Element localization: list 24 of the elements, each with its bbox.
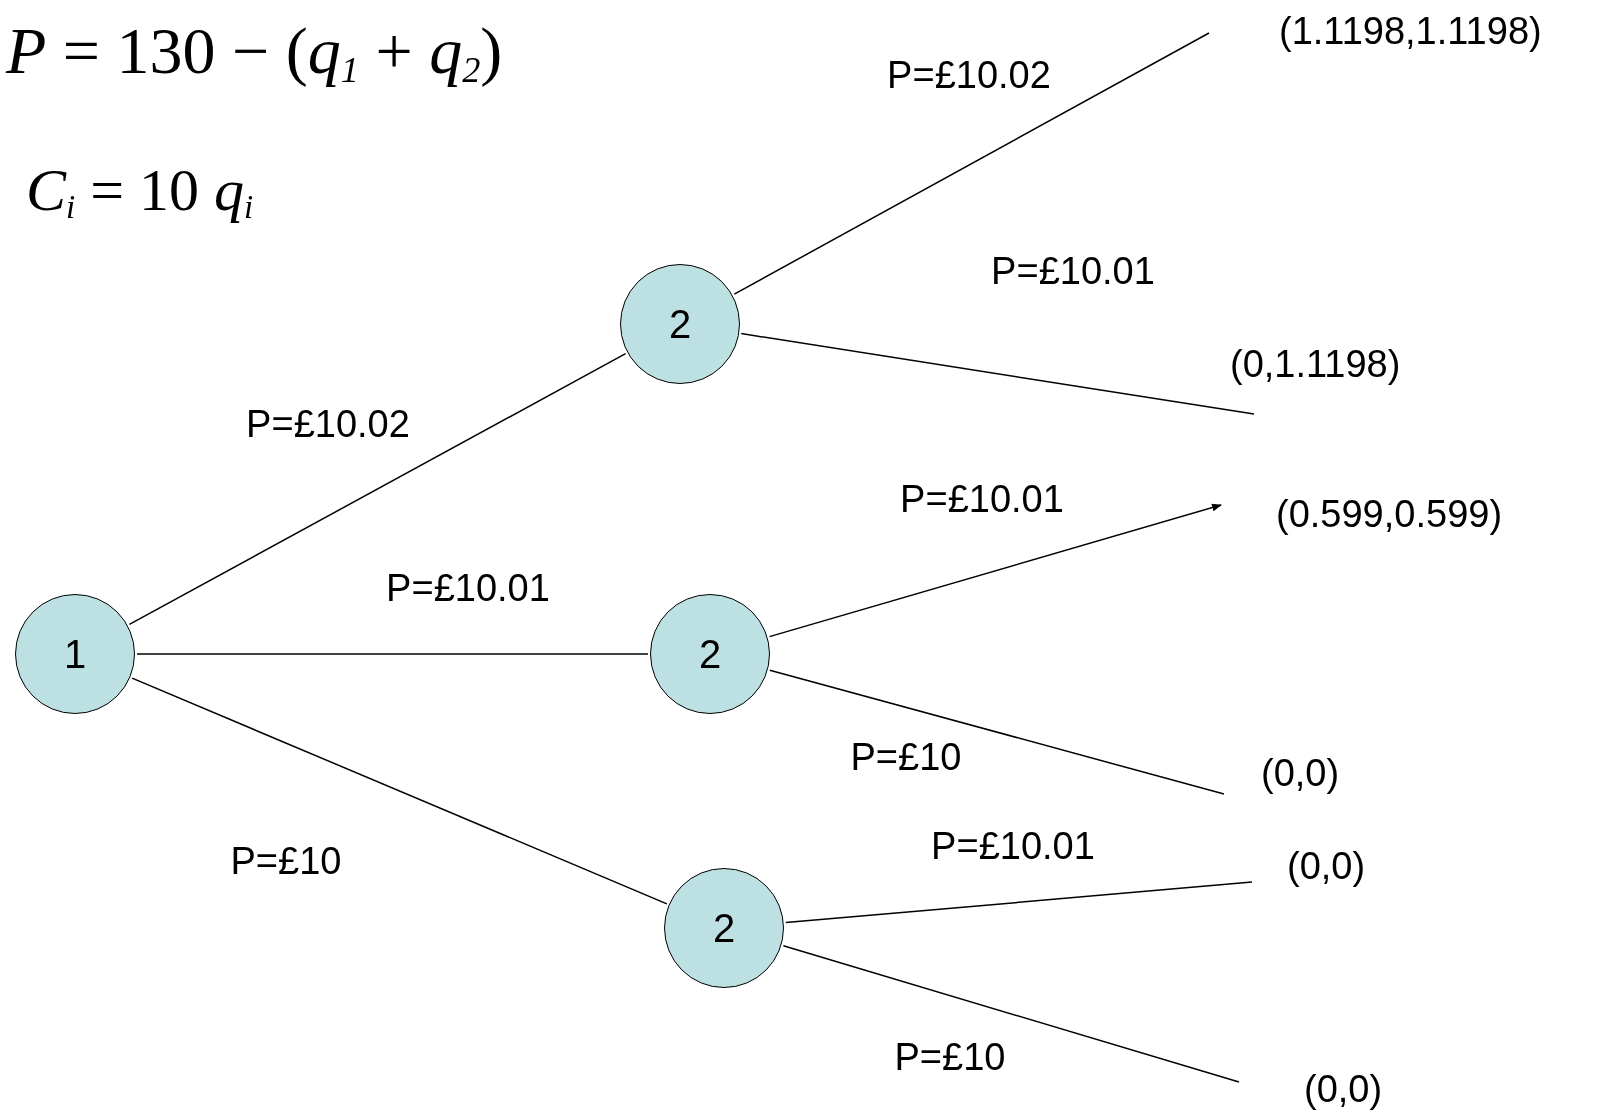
edge-label: P=£10.01 bbox=[931, 827, 1095, 865]
payoff-text: (0,0) bbox=[1287, 847, 1366, 885]
edge-label: P=£10 bbox=[850, 738, 962, 776]
connector-line bbox=[768, 503, 1222, 638]
connector-line bbox=[782, 945, 1240, 1083]
connector-line bbox=[128, 352, 627, 626]
edge-label: P=£10.01 bbox=[900, 480, 1064, 518]
edge-label: P=£10.01 bbox=[991, 252, 1155, 290]
connector-line bbox=[740, 332, 1255, 415]
connector-line bbox=[733, 32, 1210, 295]
payoff-text: (1.1198,1.1198) bbox=[1279, 12, 1542, 50]
payoff-text: (0,1.1198) bbox=[1230, 345, 1401, 383]
edge-label: P=£10 bbox=[894, 1038, 1006, 1076]
edge-label: P=£10.02 bbox=[246, 405, 410, 443]
connector-line bbox=[785, 881, 1253, 924]
payoff-text: (0.599,0.599) bbox=[1276, 495, 1503, 533]
payoff-text: (0,0) bbox=[1304, 1070, 1383, 1108]
connector-line bbox=[136, 653, 649, 655]
connector-line bbox=[131, 677, 668, 905]
connector-line bbox=[769, 669, 1225, 795]
payoff-text: (0,0) bbox=[1261, 754, 1340, 792]
edge-label: P=£10.02 bbox=[887, 56, 1051, 94]
edge-label: P=£10 bbox=[230, 842, 342, 880]
edge-label: P=£10.01 bbox=[386, 569, 550, 607]
